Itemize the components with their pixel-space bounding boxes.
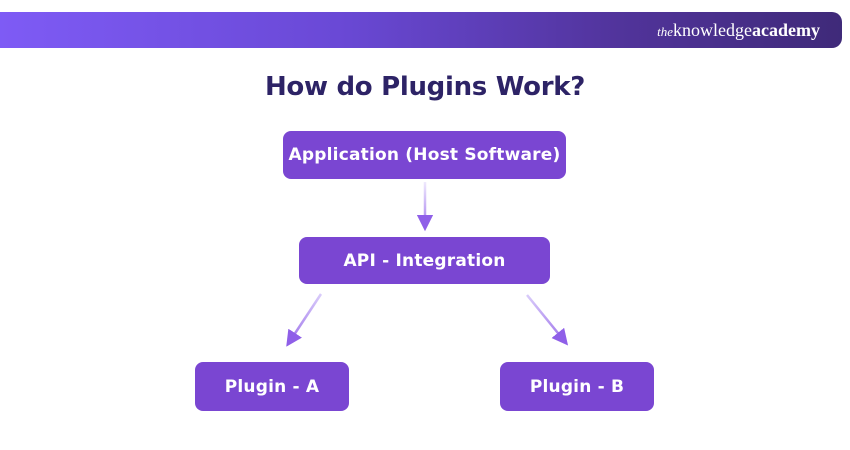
arrow-api-to-plugin-b bbox=[526, 294, 569, 346]
node-plugin-a: Plugin - A bbox=[195, 362, 349, 411]
brand-logo-knowledge: knowledge bbox=[673, 20, 753, 40]
arrow-api-to-plugin-a bbox=[286, 293, 323, 347]
brand-logo-academy: academy bbox=[752, 20, 820, 40]
brand-logo-the: the bbox=[657, 24, 674, 39]
node-plugin-b: Plugin - B bbox=[500, 362, 654, 411]
node-application-host-software: Application (Host Software) bbox=[283, 131, 566, 179]
header-bar: theknowledgeacademy bbox=[0, 12, 842, 48]
page-title: How do Plugins Work? bbox=[264, 72, 586, 102]
brand-logo: theknowledgeacademy bbox=[657, 21, 820, 39]
node-api-integration: API - Integration bbox=[299, 237, 550, 284]
